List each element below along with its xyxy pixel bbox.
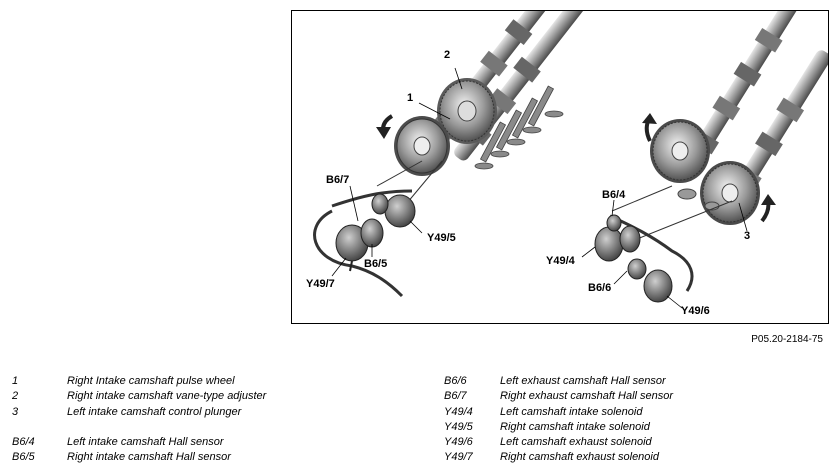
legend-text: Right camshaft intake solenoid (500, 420, 650, 433)
legend-row: Y49/7 Right camshaft exhaust solenoid (444, 450, 834, 465)
callout-lines (331, 67, 748, 309)
legend-text: Left camshaft exhaust solenoid (500, 436, 652, 449)
legend-key: 2 (12, 390, 19, 403)
camshaft-illustration: 1 2 3 B6/7 B6/5 Y49/5 Y49/7 B6/4 Y49/4 B… (306, 11, 828, 317)
label-b6-7: B6/7 (326, 174, 349, 186)
label-y49-7: Y49/7 (306, 278, 335, 290)
legend-text: Right camshaft exhaust solenoid (500, 451, 659, 464)
legend-right: B6/6 Left exhaust camshaft Hall sensor B… (444, 374, 834, 466)
label-b6-5: B6/5 (364, 258, 387, 270)
label-b6-4: B6/4 (602, 189, 626, 201)
left-bank-sensors (594, 185, 733, 303)
legend-text: Right Intake camshaft pulse wheel (67, 375, 235, 387)
label-b6-6: B6/6 (588, 282, 611, 294)
legend-key: Y49/5 (444, 420, 473, 433)
legend-key: B6/6 (444, 375, 467, 387)
right-bank-camshafts (376, 11, 586, 176)
legend-key: 3 (12, 405, 19, 418)
legend-key: Y49/4 (444, 405, 473, 418)
legend-text: Right intake camshaft vane-type adjuster (67, 390, 267, 403)
legend-row: B6/5 Right intake camshaft Hall sensor (12, 450, 412, 465)
legend-row: B6/6 Left exhaust camshaft Hall sensor (444, 374, 834, 389)
legend-key: B6/4 (12, 436, 35, 449)
legend-row: 2 Right intake camshaft vane-type adjust… (12, 389, 412, 404)
legend-text: Left intake camshaft control plunger (67, 405, 242, 418)
legend-key: B6/7 (444, 390, 467, 403)
label-y49-6: Y49/6 (681, 305, 710, 317)
legend-text: Left camshaft intake solenoid (500, 405, 643, 418)
legend-row: B6/4 Left intake camshaft Hall sensor (12, 435, 412, 450)
legend-text: Right exhaust camshaft Hall sensor (500, 390, 674, 403)
label-y49-4: Y49/4 (546, 255, 576, 267)
label-2: 2 (444, 49, 450, 61)
legend-key: Y49/6 (444, 436, 473, 449)
legend-row: Y49/4 Left camshaft intake solenoid (444, 405, 834, 420)
diagram-figure: 1 2 3 B6/7 B6/5 Y49/5 Y49/7 B6/4 Y49/4 B… (291, 10, 829, 324)
figure-reference-code: P05.20-2184-75 (751, 334, 823, 345)
label-1: 1 (407, 92, 413, 104)
legend-key: B6/5 (12, 451, 35, 464)
legend-text: Left exhaust camshaft Hall sensor (500, 375, 666, 387)
legend-text: Left intake camshaft Hall sensor (67, 436, 224, 449)
legend-row: Y49/6 Left camshaft exhaust solenoid (444, 435, 834, 450)
label-y49-5: Y49/5 (427, 232, 456, 244)
legend-row: Y49/5 Right camshaft intake solenoid (444, 420, 834, 435)
legend-key: 1 (12, 375, 19, 387)
legend-text: Right intake camshaft Hall sensor (67, 451, 231, 464)
legend-row: 1 Right Intake camshaft pulse wheel (12, 374, 412, 389)
legend-left: 1 Right Intake camshaft pulse wheel 2 Ri… (12, 374, 412, 466)
left-bank-camshafts (642, 11, 828, 225)
label-3: 3 (744, 230, 750, 242)
legend-key: Y49/7 (444, 451, 473, 464)
legend-row: 3 Left intake camshaft control plunger (12, 405, 412, 420)
legend-row: B6/7 Right exhaust camshaft Hall sensor (444, 389, 834, 404)
